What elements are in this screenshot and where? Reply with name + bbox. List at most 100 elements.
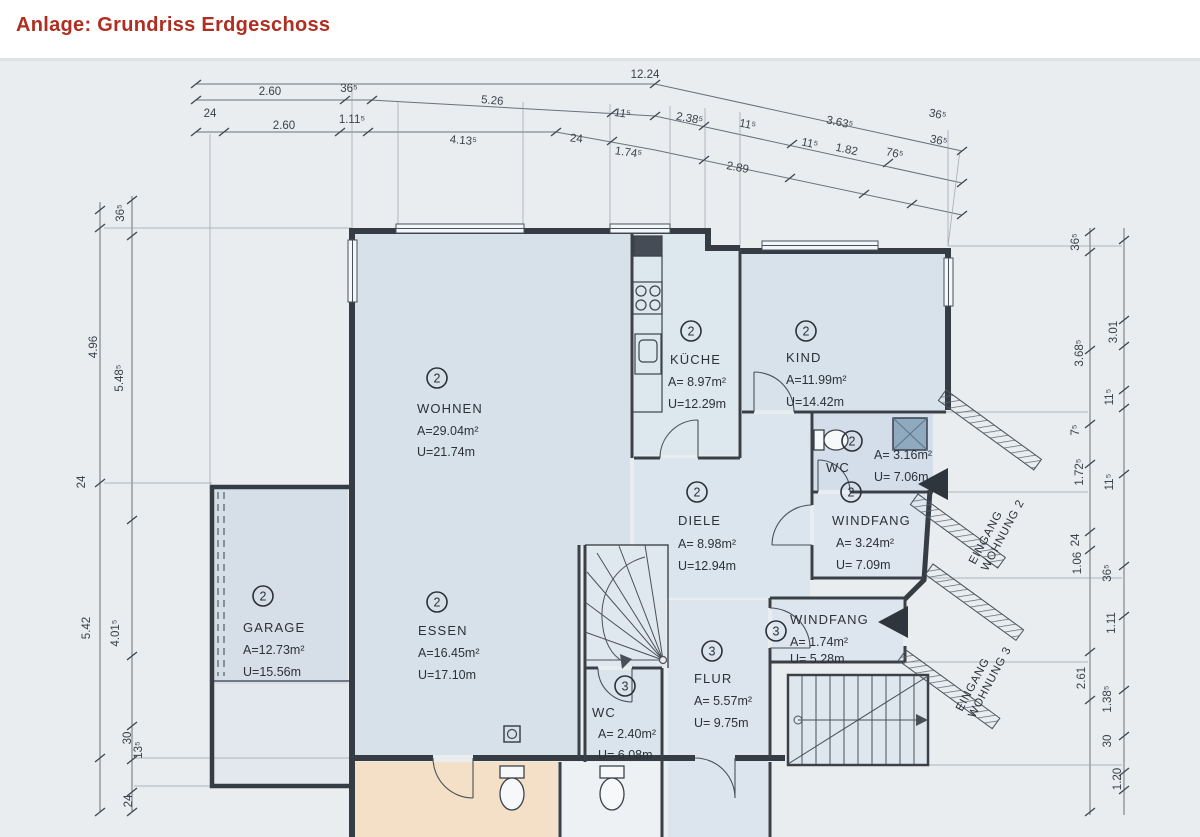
toilet-icon: [499, 765, 525, 811]
room-perimeter: U= 6.08m: [598, 748, 653, 762]
entry-stair: [787, 675, 929, 765]
room-area: A= 8.98m²: [678, 537, 736, 551]
room-area: A= 2.40m²: [598, 727, 656, 741]
dimension-labels-left: 36⁵ 4.96 5.48⁵ 24 5.42 4.01⁵ 30 13⁵ 24: [76, 204, 145, 807]
dim-label: 36⁵: [115, 204, 127, 222]
room-label-garage: 2 GARAGE A=12.73m² U=15.56m: [243, 585, 305, 679]
windows: [347, 223, 954, 307]
room-number: 2: [260, 590, 267, 604]
dim-label: 1.72⁵: [1074, 458, 1086, 485]
dim-label: 1.11⁵: [339, 114, 366, 126]
entrance-arrow-icon: [878, 606, 908, 638]
room-name: KÜCHE: [670, 352, 721, 367]
room-perimeter: U=17.10m: [418, 668, 476, 682]
room-number: 2: [848, 486, 855, 500]
room-number: 2: [434, 372, 441, 386]
dim-label: 30: [1102, 735, 1114, 748]
room-perimeter: U= 7.06m: [874, 470, 929, 484]
room-perimeter: U= 9.75m: [694, 716, 749, 730]
room-area: A= 5.57m²: [694, 694, 752, 708]
dim-label: 36⁵: [1102, 564, 1114, 582]
dim-label: 1.20: [1112, 768, 1124, 790]
room-name: DIELE: [678, 513, 721, 528]
garage-walls: [209, 484, 350, 789]
hatched-wall: [897, 649, 1001, 730]
dim-label: 76⁵: [885, 146, 905, 161]
dim-label: 2.89: [725, 160, 749, 176]
bathroom-fixtures: [499, 725, 625, 811]
room-name: WOHNEN: [417, 401, 483, 416]
room-label-kind: 2 KIND A=11.99m² U=14.42m: [786, 320, 847, 409]
room-name: WINDFANG: [790, 612, 869, 627]
room-number: 3: [709, 645, 716, 659]
hatched-wall: [937, 389, 1043, 471]
dim-label: 5.48⁵: [114, 364, 126, 391]
room-area: A= 3.16m²: [874, 448, 932, 462]
room-name: WINDFANG: [832, 513, 911, 528]
sink-icon: [634, 333, 662, 375]
dim-label: 4.01⁵: [110, 619, 122, 646]
room-area: A=16.45m²: [418, 646, 480, 660]
dim-label: 11⁵: [613, 107, 631, 121]
dim-label: 1.38⁵: [1102, 685, 1114, 712]
room-perimeter: U=12.94m: [678, 559, 736, 573]
dim-label: 24: [1070, 533, 1082, 546]
room-label-windfang3: 3 WINDFANG A= 1.74m² U= 5.28m: [765, 612, 869, 666]
outer-walls: [349, 228, 951, 837]
room-area: A= 3.24m²: [836, 536, 894, 550]
dim-label: 11⁵: [800, 136, 819, 151]
room-area: A=11.99m²: [786, 373, 847, 387]
room-area: A=12.73m²: [243, 643, 305, 657]
dim-label: 1.74⁵: [614, 145, 643, 161]
room-name: GARAGE: [243, 620, 305, 635]
stair-direction-arrow-icon: [620, 654, 632, 669]
room-number: 3: [773, 625, 780, 639]
room-number: 2: [434, 596, 441, 610]
dimension-labels-right: 36⁵ 3.68⁵ 7⁵ 1.72⁵ 24 1.06 2.61 3.01 11⁵…: [1070, 233, 1124, 790]
room-label-wc-upper: 2 WC A= 3.16m² U= 7.06m: [826, 430, 932, 484]
dim-label: 1.82: [834, 142, 858, 158]
dimension-labels-top: 12.24 2.60 36⁵ 5.26 11⁵ 2.38⁵ 11⁵ 3.63⁵ …: [204, 69, 949, 176]
dim-label: 36⁵: [340, 83, 358, 95]
room-area: A= 1.74m²: [790, 635, 848, 649]
dim-label: 11⁵: [738, 118, 757, 133]
dim-label: 24: [204, 108, 217, 120]
stair-direction-arrow-icon: [916, 714, 928, 726]
dim-label: 13⁵: [133, 741, 145, 759]
toilet-icon: [813, 429, 849, 451]
room-label-wc-lower: 3 WC A= 2.40m² U= 6.08m: [592, 675, 656, 762]
dim-label: 5.26: [481, 94, 504, 108]
dim-label: 3.01: [1108, 321, 1120, 343]
page-title: Anlage: Grundriss Erdgeschoss: [16, 14, 331, 36]
toilet-icon: [599, 765, 625, 811]
dim-label: 4.13⁵: [449, 134, 477, 148]
room-fills: [214, 234, 946, 837]
room-area: A= 8.97m²: [668, 375, 726, 389]
dim-label: 36⁵: [929, 133, 949, 148]
dim-label: 24: [569, 132, 584, 145]
room-label-diele: 2 DIELE A= 8.98m² U=12.94m: [678, 481, 736, 573]
chimney-icon: [633, 235, 663, 257]
dim-label: 3.63⁵: [825, 114, 854, 131]
room-perimeter: U=14.42m: [786, 395, 844, 409]
dim-label: 11⁵: [1104, 473, 1116, 490]
room-number: 3: [622, 680, 629, 694]
room-name: WC: [826, 460, 850, 475]
hatched-wall: [909, 493, 1007, 569]
dim-label: 36⁵: [1070, 233, 1082, 251]
dim-label: 5.42: [81, 617, 93, 639]
room-label-essen: 2 ESSEN A=16.45m² U=17.10m: [418, 591, 480, 682]
room-number: 2: [849, 435, 856, 449]
room-perimeter: U=21.74m: [417, 445, 475, 459]
dim-label: 24: [76, 475, 88, 488]
dim-label: 30: [122, 732, 134, 745]
room-label-flur: 3 FLUR A= 5.57m² U= 9.75m: [694, 640, 752, 730]
room-label-wohnen: 2 WOHNEN A=29.04m² U=21.74m: [417, 367, 483, 459]
room-perimeter: U= 7.09m: [836, 558, 891, 572]
dim-label: 2.61: [1076, 667, 1088, 689]
room-perimeter: U=12.29m: [668, 397, 726, 411]
dim-label: 1.11: [1106, 612, 1118, 634]
dim-label: 3.68⁵: [1074, 339, 1086, 366]
